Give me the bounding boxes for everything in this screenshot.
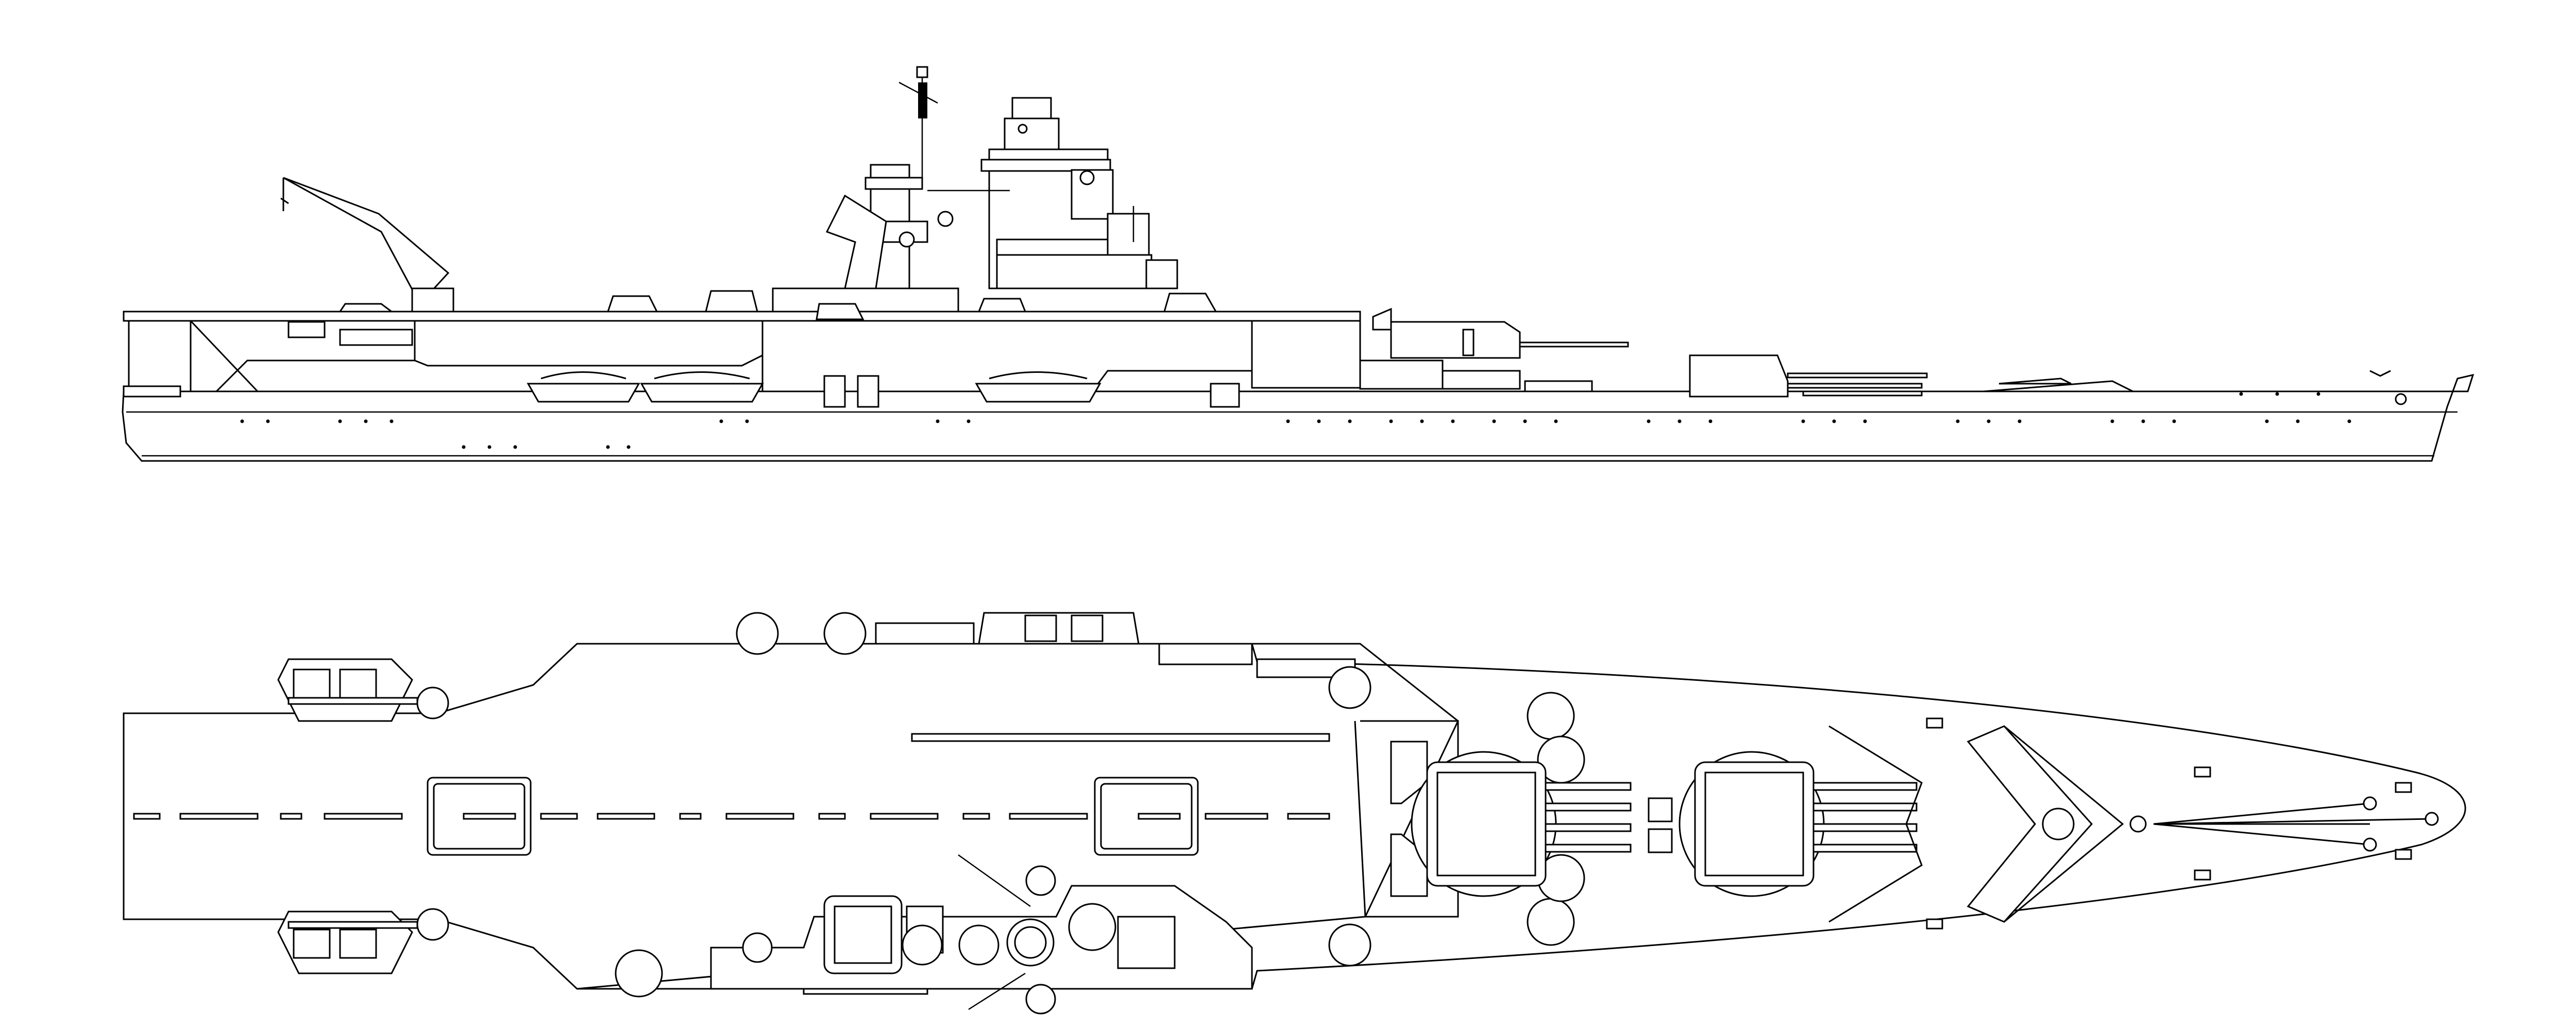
anchor-chains — [1926, 717, 2439, 930]
top-plan-view — [123, 612, 2466, 1015]
lifeboat — [975, 371, 1101, 403]
aft-gun-mount-starboard — [277, 908, 449, 974]
flight-deck-side — [123, 311, 1361, 322]
bow-breakwater — [1967, 725, 2124, 923]
main-turret-a-side — [1689, 354, 1928, 398]
side-profile-view — [122, 66, 2475, 462]
main-turret-b-plan — [1411, 751, 1632, 897]
aft-gun-mount-port — [277, 658, 449, 722]
island-superstructure — [772, 66, 1178, 313]
lifeboat — [527, 371, 640, 403]
portholes — [240, 392, 2351, 449]
main-turret-a-plan — [1679, 751, 1918, 897]
deck-centerline — [133, 813, 1330, 820]
crane — [280, 177, 454, 313]
lifeboat — [640, 371, 764, 403]
island-plan — [710, 854, 1253, 1015]
main-turret-b-side — [1390, 321, 1629, 359]
